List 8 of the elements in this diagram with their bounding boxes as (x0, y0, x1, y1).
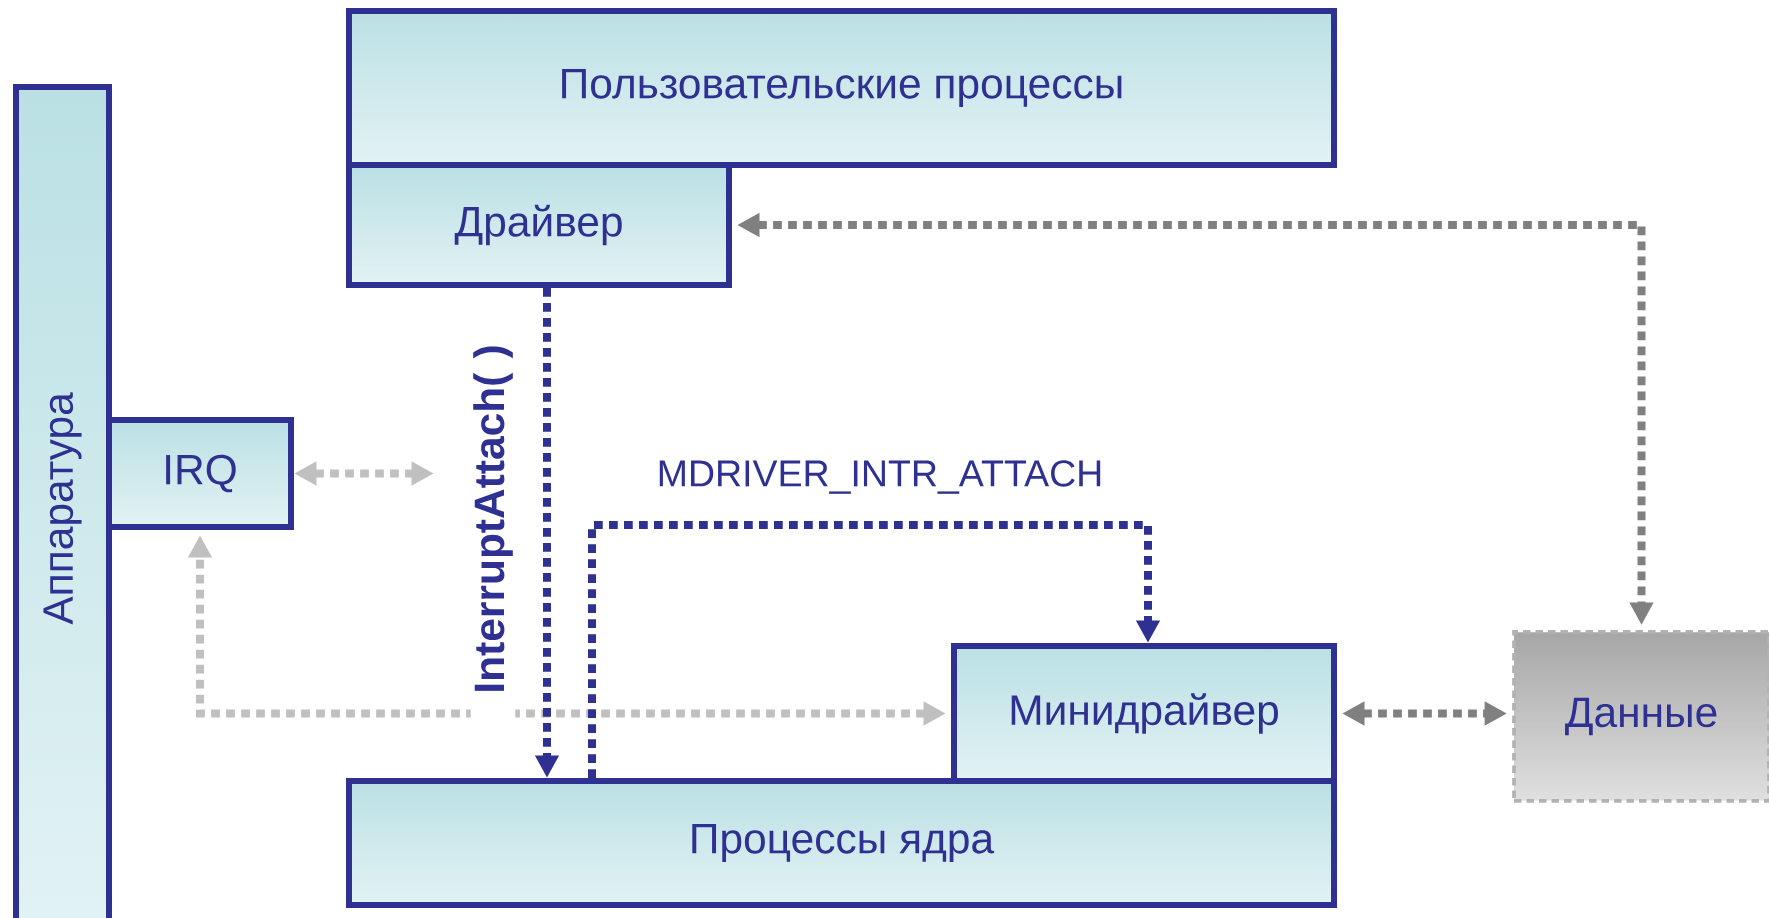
process-box: Аппаратура (13, 84, 112, 918)
edge-label: MDRIVER_INTR_ATTACH (654, 457, 1106, 497)
process-box: IRQ (106, 417, 294, 530)
process-box: Минидрайвер (951, 643, 1337, 784)
edge-label: InterruptAttach( ) (470, 304, 516, 734)
process-box: Драйвер (346, 162, 732, 288)
arrow (588, 521, 1161, 778)
data-box: Данные (1512, 630, 1769, 803)
